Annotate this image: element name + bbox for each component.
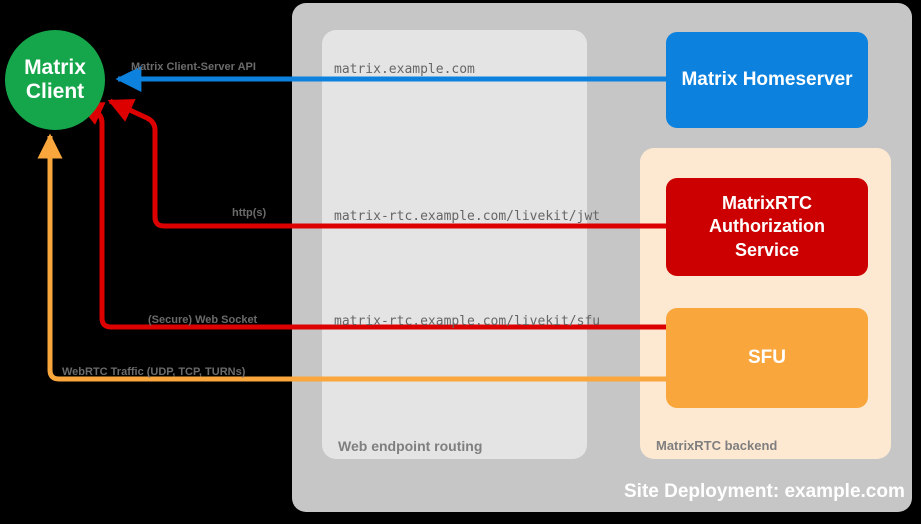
node-auth-label-line3: Service bbox=[734, 239, 800, 260]
url-label-livekit-jwt: matrix-rtc.example.com/livekit/jwt bbox=[334, 209, 601, 224]
node-sfu[interactable]: SFU bbox=[666, 308, 868, 408]
url-label-livekit-sfu: matrix-rtc.example.com/livekit/sfu bbox=[334, 314, 601, 329]
edge-webrtc-traffic bbox=[37, 133, 666, 382]
node-matrix-homeserver[interactable]: Matrix Homeserver bbox=[666, 32, 868, 128]
node-matrix-client[interactable]: Matrix Client bbox=[5, 30, 105, 130]
node-auth-label-line2: Authorization bbox=[709, 216, 825, 237]
node-sfu-label: SFU bbox=[748, 347, 786, 368]
edge-label-webrtc-traffic: WebRTC Traffic (UDP, TCP, TURNs) bbox=[62, 366, 246, 378]
node-matrix-client-label-line1: Matrix bbox=[24, 55, 86, 79]
edge-livekit-jwt bbox=[107, 98, 666, 229]
group-label-web-endpoint-routing: Web endpoint routing bbox=[338, 438, 483, 454]
url-label-matrix-example-com: matrix.example.com bbox=[334, 62, 475, 77]
node-matrixrtc-authorization-service[interactable]: MatrixRTC Authorization Service bbox=[666, 178, 868, 276]
deployment-title: Site Deployment: example.com bbox=[624, 481, 905, 502]
edge-label-matrix-client-server-api: Matrix Client-Server API bbox=[131, 61, 256, 73]
node-auth-label-line1: MatrixRTC bbox=[721, 192, 812, 213]
edge-label-livekit-jwt: http(s) bbox=[232, 207, 267, 219]
edge-label-livekit-sfu: (Secure) Web Socket bbox=[148, 314, 258, 326]
group-label-matrixrtc-backend: MatrixRTC backend bbox=[656, 438, 778, 453]
group-web-endpoint-routing bbox=[322, 30, 587, 459]
node-matrix-client-label-line2: Client bbox=[25, 80, 85, 103]
edge-livekit-sfu bbox=[77, 101, 666, 330]
node-matrix-homeserver-label: Matrix Homeserver bbox=[681, 69, 853, 90]
